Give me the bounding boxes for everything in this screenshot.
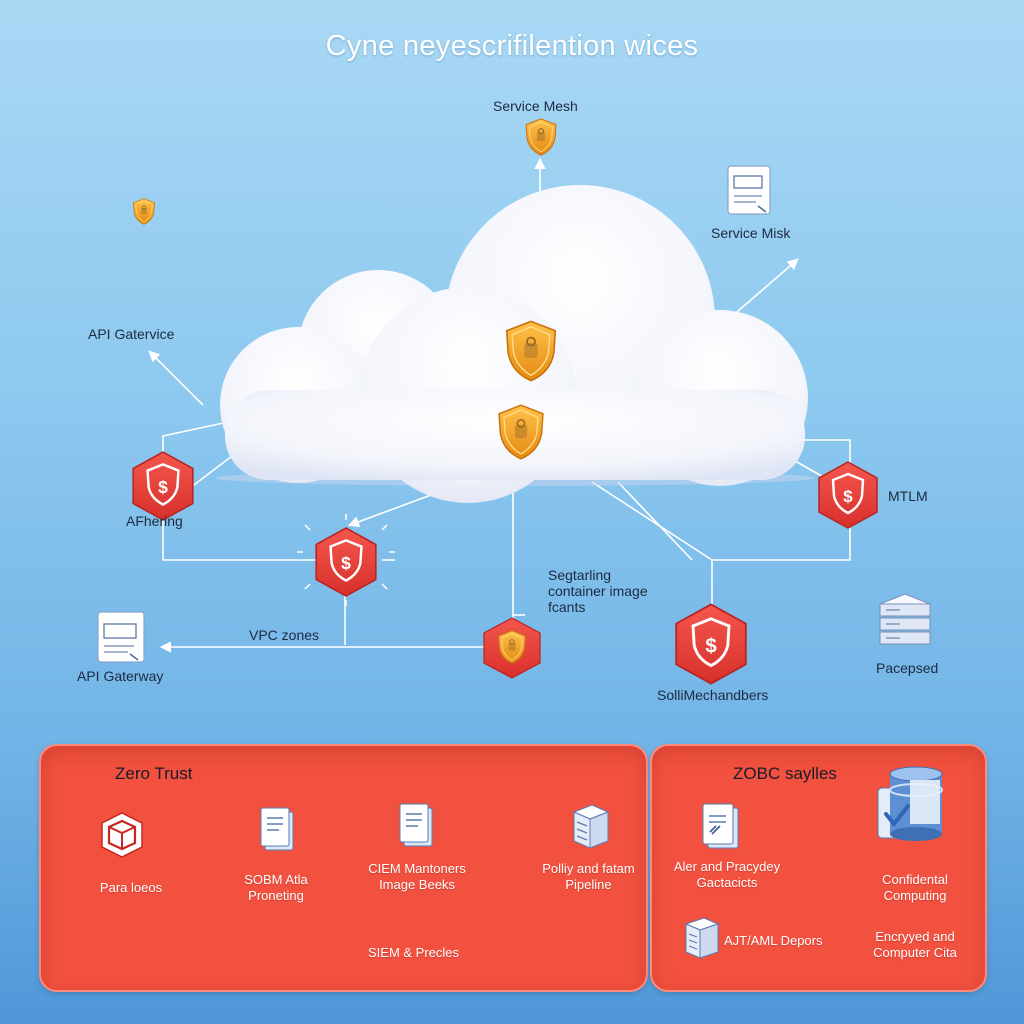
label-service-mesh: Service Mesh — [493, 98, 578, 114]
shield-icon — [133, 198, 155, 225]
label-segtarling: Segtarling container image fcants — [548, 567, 648, 615]
document-icon — [727, 165, 771, 215]
label-pacepsed: Pacepsed — [876, 660, 939, 676]
database-icon — [877, 766, 943, 841]
zobc-panel: ZOBC saylles Aler and Pracydey Gactacict… — [650, 744, 987, 992]
shield-icon — [525, 118, 557, 156]
item-sobm: SOBM Atla Proneting — [244, 872, 308, 903]
item-siem: SIEM & Precles — [367, 945, 460, 960]
server-icon — [684, 917, 720, 959]
label-afhering: AFhering — [126, 513, 183, 529]
item-policy: Polliy and fatam Pipeline — [542, 861, 635, 892]
hexagon-dollar-badge-icon — [817, 460, 879, 530]
server-icon — [878, 593, 932, 645]
panel-title: ZOBC saylles — [733, 764, 837, 783]
label-vpc-zones: VPC zones — [249, 627, 320, 643]
cube-icon — [101, 812, 143, 858]
hexagon-dollar-badge-icon — [674, 602, 748, 686]
sparkle-icon — [297, 514, 395, 606]
item-aler: Aler and Pracydey Gactacicts — [673, 859, 781, 890]
item-para-loeos: Para loeos — [99, 880, 163, 895]
label-service-misk: Service Misk — [711, 225, 791, 241]
server-icon — [572, 804, 610, 849]
zero-trust-panel: Zero Trust Para loeos SOBM Atla Pronetin… — [39, 744, 648, 992]
label-api-gatervice: API Gatervice — [88, 326, 175, 342]
panel-title: Zero Trust — [115, 764, 193, 783]
diagram-title: Cyne neyescrifilention wices — [325, 30, 699, 62]
document-icon — [260, 807, 294, 851]
document-icon — [702, 803, 739, 849]
item-ciem: CIEM Mantoners Image Beeks — [368, 861, 466, 892]
item-confidential: Confidental Computing — [882, 872, 948, 903]
label-solime: SolliMechandbers — [657, 687, 769, 703]
hexagon-dollar-badge-icon — [131, 450, 195, 522]
item-ajt-aml: AJT/AML Depors — [724, 933, 823, 948]
label-api-gaterway: API Gaterway — [77, 668, 164, 684]
document-icon — [97, 611, 145, 663]
document-icon — [399, 803, 433, 847]
label-mtlm: MTLM — [888, 488, 928, 504]
item-encrypted: Encryyed and Computer Cita — [873, 929, 957, 960]
hexagon-shield-badge-icon — [483, 617, 541, 679]
hexagon-dollar-badge-icon — [314, 526, 378, 598]
